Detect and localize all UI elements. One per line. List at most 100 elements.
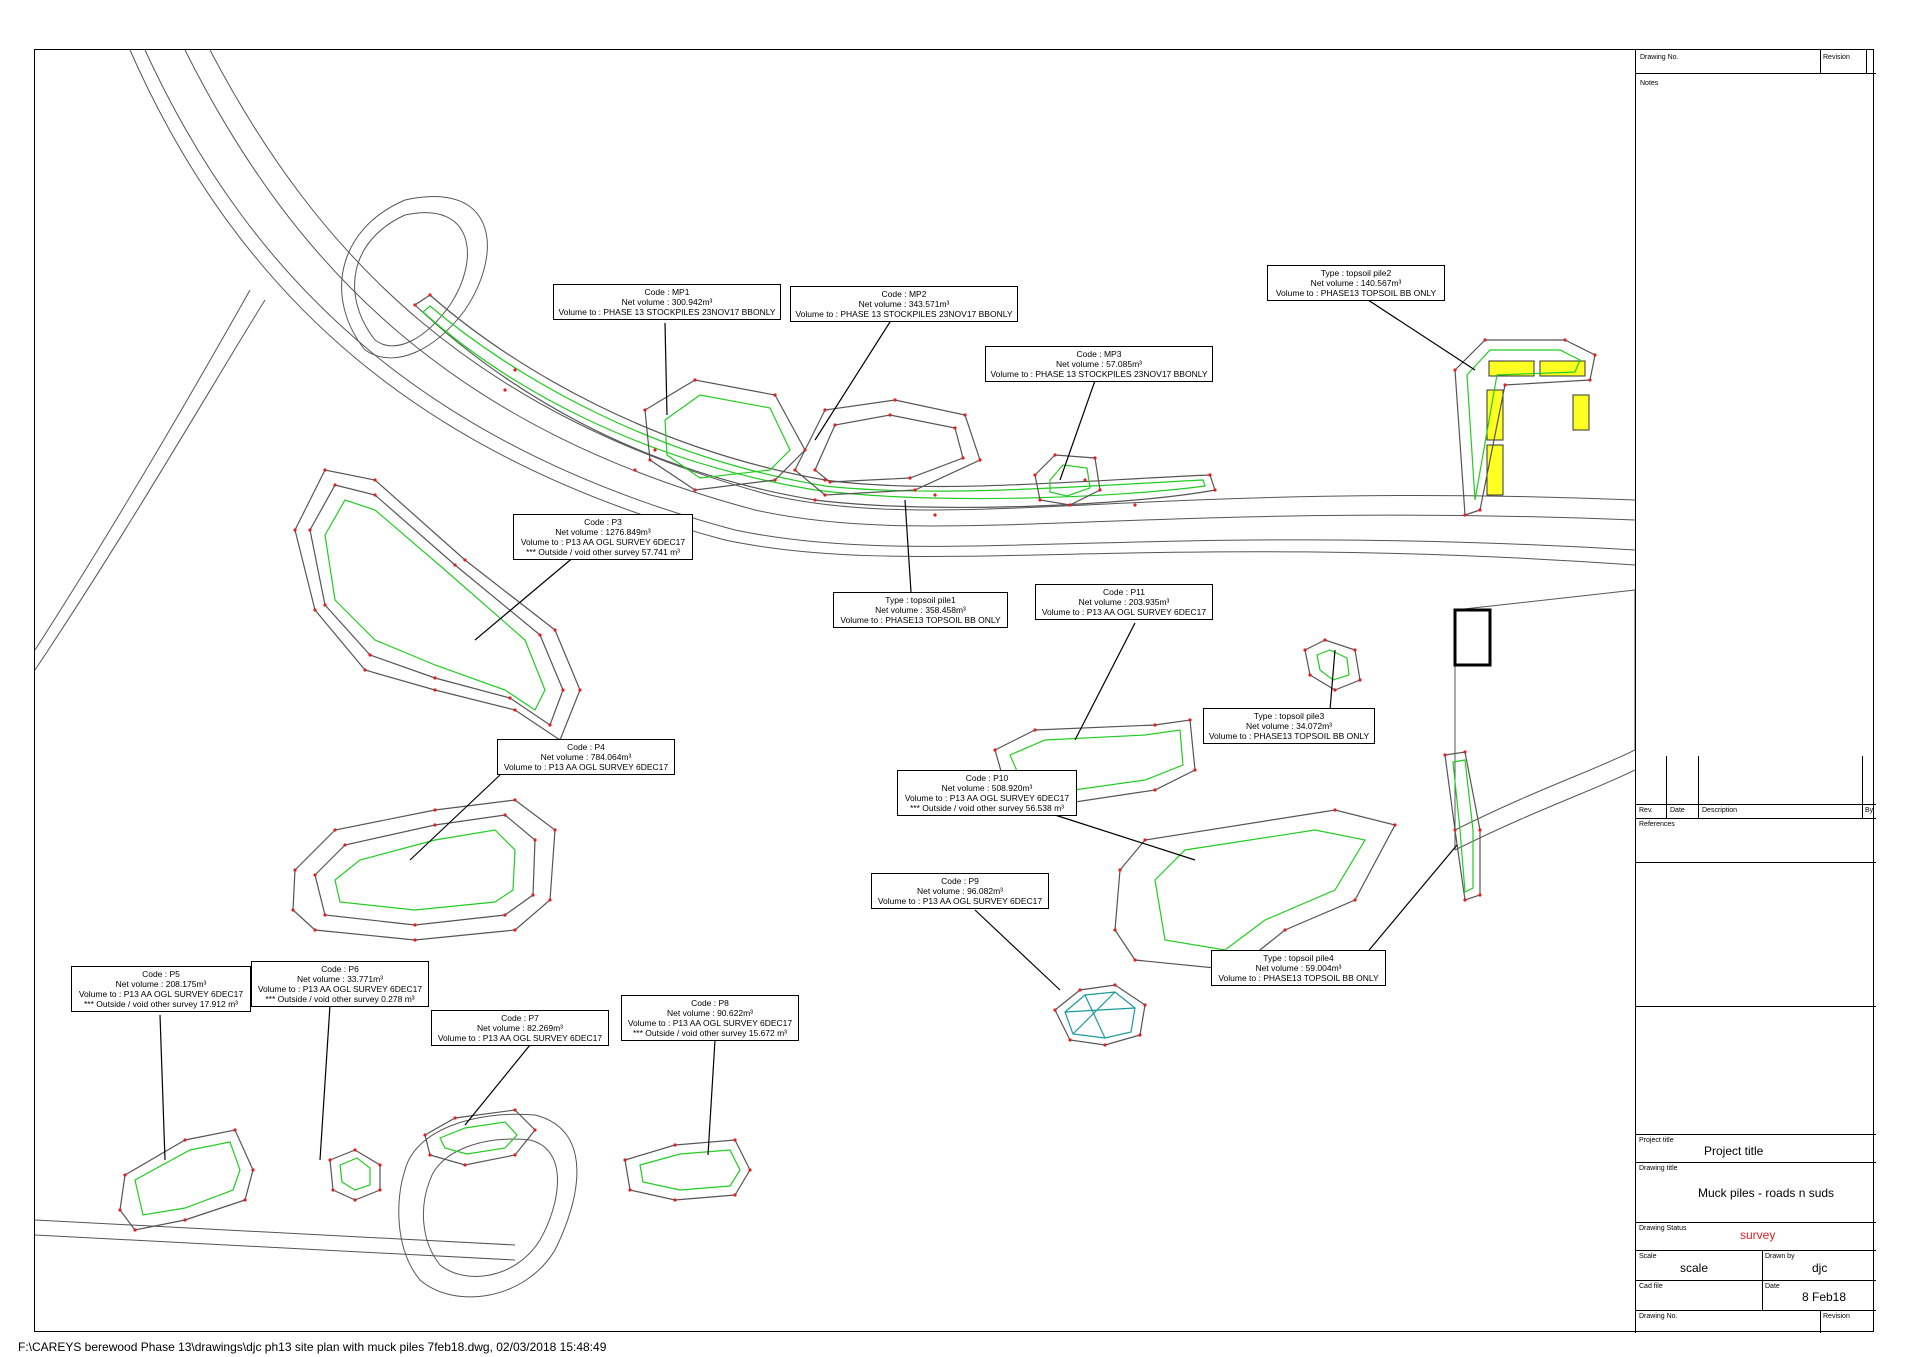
survey-point <box>828 480 832 484</box>
survey-point <box>378 1163 382 1167</box>
drawing-status-label: Drawing Status <box>1639 1225 1687 1232</box>
survey-point <box>1463 750 1467 754</box>
label-text: *** Outside / void other survey 17.912 m… <box>83 999 239 1009</box>
notes-label: Notes <box>1640 80 1659 87</box>
survey-point <box>503 913 507 917</box>
survey-point <box>1138 1033 1142 1037</box>
label-text: *** Outside / void other survey 57.741 m… <box>525 547 681 557</box>
survey-point <box>1193 768 1197 772</box>
label-text: Net volume : 140.567m³ <box>1310 278 1402 288</box>
survey-point <box>1563 338 1567 342</box>
survey-point <box>833 423 837 427</box>
structure <box>1453 608 1492 667</box>
pile-green <box>664 394 791 479</box>
label-text: Code : P6 <box>321 964 359 974</box>
file-path-footer: F:\CAREYS berewood Phase 13\drawings\djc… <box>18 1340 607 1354</box>
project-title: Project title <box>1704 1144 1764 1158</box>
survey-point <box>1083 478 1087 482</box>
road-edge <box>35 1219 516 1246</box>
survey-point <box>133 1228 137 1232</box>
cad-file-label: Cad file <box>1639 1283 1663 1290</box>
survey-point <box>893 398 897 402</box>
survey-point <box>313 608 317 612</box>
label-text: Net volume : 784.064m³ <box>540 752 632 762</box>
label-text: Volume to : P13 AA OGL SURVEY 6DEC17 <box>503 762 669 772</box>
label-text: Volume to : P13 AA OGL SURVEY 6DEC17 <box>437 1033 603 1043</box>
survey-point <box>538 633 542 637</box>
label-text: Volume to : PHASE 13 STOCKPILES 23NOV17 … <box>558 307 776 317</box>
pile-green <box>639 1149 741 1191</box>
survey-point <box>1353 898 1357 902</box>
label-text: Code : MP1 <box>644 287 690 297</box>
project-title-label: Project title <box>1639 1137 1674 1144</box>
label-p9: Code : P9 Net volume : 96.082m³ Volume t… <box>871 873 1049 909</box>
survey-point <box>1478 893 1482 897</box>
survey-point <box>1038 498 1042 502</box>
survey-point <box>773 393 777 397</box>
survey-point <box>1053 453 1057 457</box>
label-text: Volume to : P13 AA OGL SURVEY 6DEC17 <box>520 537 686 547</box>
survey-point <box>733 1193 737 1197</box>
survey-point <box>363 668 367 672</box>
survey-point <box>291 908 295 912</box>
drawing-title-label: Drawing title <box>1639 1165 1678 1172</box>
survey-point <box>803 448 807 452</box>
label-p11: Code : P11 Net volume : 203.935m³ Volume… <box>1035 584 1213 620</box>
label-p6: Code : P6 Net volume : 33.771m³ Volume t… <box>251 961 429 1007</box>
survey-point <box>323 468 327 472</box>
pile-green <box>1466 349 1581 501</box>
rev-label: Rev. <box>1639 807 1653 814</box>
survey-point <box>293 868 297 872</box>
survey-point <box>673 1143 677 1147</box>
survey-point <box>433 823 437 827</box>
pile-green <box>334 829 516 911</box>
label-topsoil-pile3: Type : topsoil pile3 Net volume : 34.072… <box>1203 708 1375 744</box>
survey-point <box>1213 488 1217 492</box>
drawing-no-label-bottom: Drawing No. <box>1639 1313 1678 1320</box>
leader-line <box>1074 622 1136 741</box>
label-text: Volume to : P13 AA OGL SURVEY 6DEC17 <box>627 1018 793 1028</box>
site-plan <box>35 50 1635 1298</box>
survey-point <box>413 938 417 942</box>
survey-point <box>503 813 507 817</box>
survey-point <box>183 1218 187 1222</box>
label-text: Volume to : P13 AA OGL SURVEY 6DEC17 <box>877 896 1043 906</box>
scale-label: Scale <box>1639 1253 1657 1260</box>
label-text: Net volume : 208.175m³ <box>115 979 207 989</box>
survey-point <box>1153 723 1157 727</box>
label-text: Net volume : 358.458m³ <box>875 605 966 615</box>
roundabout <box>398 1113 578 1298</box>
label-topsoil-pile2: Type : topsoil pile2 Net volume : 140.56… <box>1267 265 1445 301</box>
label-text: Volume to : P13 AA OGL SURVEY 6DEC17 <box>1041 607 1207 617</box>
survey-point <box>553 628 557 632</box>
survey-point <box>1113 983 1117 987</box>
survey-point <box>888 413 892 417</box>
survey-point <box>373 478 377 482</box>
label-text: Volume to : PHASE 13 STOCKPILES 23NOV17 … <box>990 369 1208 379</box>
survey-point <box>1133 958 1137 962</box>
label-text: Net volume : 203.935m³ <box>1078 597 1170 607</box>
label-text: *** Outside / void other survey 0.278 m³ <box>265 994 415 1004</box>
label-text: Code : P9 <box>941 876 979 886</box>
road-edge <box>144 50 1635 551</box>
label-text: Net volume : 33.771m³ <box>297 974 383 984</box>
survey-point <box>1503 383 1507 387</box>
survey-point <box>813 468 817 472</box>
revision-label: Revision <box>1823 54 1850 61</box>
leader-line <box>319 1004 331 1161</box>
survey-point <box>378 1188 382 1192</box>
survey-point <box>513 928 517 932</box>
description-label: Description <box>1702 807 1738 814</box>
label-p8: Code : P8 Net volume : 90.622m³ Volume t… <box>621 995 799 1041</box>
pile-outline <box>309 484 564 726</box>
survey-point <box>648 458 652 462</box>
survey-point <box>1208 473 1212 477</box>
title-block: Drawing No. Revision Notes Rev. Date Des… <box>1635 50 1876 1333</box>
survey-point <box>548 898 552 902</box>
label-text: Net volume : 343.571m³ <box>858 299 950 309</box>
survey-point <box>961 456 965 460</box>
survey-point <box>823 493 827 497</box>
survey-point <box>1143 1003 1147 1007</box>
survey-point <box>428 1153 432 1157</box>
leader-line <box>474 555 576 641</box>
